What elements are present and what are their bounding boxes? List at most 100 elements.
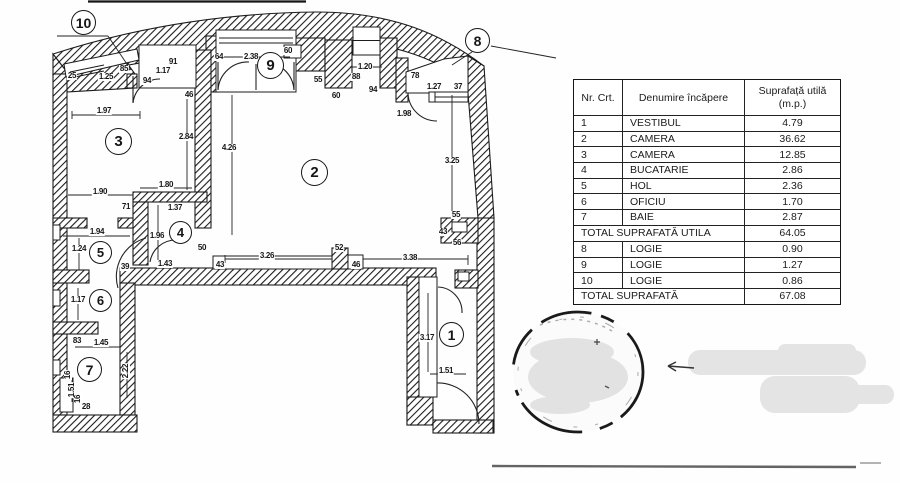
- cell-nr: 2: [574, 131, 623, 147]
- dimension-label: 1.20: [356, 62, 374, 71]
- cell-name: BAIE: [623, 210, 745, 225]
- cell-nr: 1: [574, 116, 623, 131]
- dimension-label: 1.17: [154, 66, 172, 75]
- total-utila-label: TOTAL SUPRAFATĂ UTILA: [574, 225, 745, 241]
- cell-name: BUCATARIE: [623, 163, 745, 178]
- cell-area: 2.86: [782, 164, 803, 177]
- cell-area: 2.87: [782, 211, 803, 224]
- dimension-label: 1.24: [70, 244, 88, 253]
- cell-name: LOGIE: [623, 273, 745, 288]
- dimension-label: 28: [80, 402, 92, 411]
- whiteout-patches: [688, 344, 894, 413]
- dimension-label: 3.17: [418, 333, 436, 342]
- cell-name: OFICIU: [623, 194, 745, 210]
- dimension-label: 50: [196, 243, 208, 252]
- cell-name: LOGIE: [623, 257, 745, 273]
- dimension-label: 1.43: [156, 259, 174, 268]
- table-row: 10 LOGIE 0.86: [574, 272, 840, 288]
- room-number-badge: 10: [71, 10, 96, 35]
- dimension-label: 52: [333, 243, 345, 252]
- cell-area: 4.79: [782, 117, 803, 130]
- dimension-label: 25: [66, 71, 78, 80]
- room-number-badge: 7: [77, 357, 102, 382]
- table-row: 2 CAMERA 36.62: [574, 130, 840, 147]
- dimension-label: 71: [120, 202, 132, 211]
- dimension-label: 78: [409, 71, 421, 80]
- cell-area: 2.36: [782, 180, 803, 193]
- dimension-label: 1.96: [148, 231, 166, 240]
- cell-area: 36.62: [779, 133, 806, 146]
- dimension-label: 39: [119, 262, 131, 271]
- total-utila-value: 64.05: [779, 227, 806, 240]
- header-denumire: Denumire încăpere: [623, 80, 745, 115]
- dimension-label: 91: [167, 57, 179, 66]
- table-row: 8 LOGIE 0.90: [574, 240, 840, 257]
- dimension-label: 1.45: [92, 338, 110, 347]
- dimension-label: 1.37: [166, 203, 184, 212]
- dimension-label: 37: [452, 82, 464, 91]
- dimension-label: 1.80: [157, 180, 175, 189]
- dimension-label: 2.38: [242, 52, 260, 61]
- whiteout-patch: [760, 376, 860, 413]
- cell-name: CAMERA: [623, 147, 745, 163]
- dimension-label: 88: [350, 72, 362, 81]
- dimension-label: 43: [214, 260, 226, 269]
- plan-label-layer: 25 1.25 85 94 1.17 91 46 64 2.38 60 55: [63, 10, 490, 411]
- cell-name: HOL: [623, 178, 745, 194]
- dimension-label: 46: [183, 90, 195, 99]
- room-number-badge: 5: [89, 241, 112, 264]
- dimension-label: 1.94: [88, 227, 106, 236]
- room-number-badge: 8: [465, 28, 490, 53]
- dimension-label: 46: [350, 260, 362, 269]
- dimension-label: 55: [312, 75, 324, 84]
- total-label: TOTAL SUPRAFATĂ: [574, 288, 745, 304]
- dimension-label: 1.90: [91, 187, 109, 196]
- cell-area: 1.70: [782, 195, 803, 208]
- walls: [52, 11, 495, 434]
- dimension-label: 94: [367, 85, 379, 94]
- cell-nr: 8: [574, 241, 623, 257]
- dimension-label: 1.27: [425, 82, 443, 91]
- cell-area: 0.90: [782, 243, 803, 256]
- cell-nr: 3: [574, 147, 623, 163]
- area-table: Nr. Crt. Denumire încăpere Suprafață uti…: [573, 79, 841, 305]
- stamp: [511, 310, 645, 434]
- table-row: 6 OFICIU 1.70: [574, 193, 840, 210]
- cell-name: VESTIBUL: [623, 116, 745, 131]
- dimension-label: 16: [63, 369, 72, 381]
- cell-nr: 6: [574, 194, 623, 210]
- dimension-label: 1.25: [97, 72, 115, 81]
- scan-artifact-line-bottom: [491, 464, 857, 469]
- logie-8-opening: [405, 55, 469, 94]
- dimension-label: 3.38: [401, 253, 419, 262]
- dimension-label: 2.22: [121, 362, 130, 380]
- dimension-label: 1.98: [395, 109, 413, 118]
- dimension-label: 60: [282, 46, 294, 55]
- table-header-row: Nr. Crt. Denumire încăpere Suprafață uti…: [574, 80, 840, 115]
- table-row: 9 LOGIE 1.27: [574, 256, 840, 273]
- left-arrow-icon: [667, 361, 695, 372]
- dimension-label: 56: [451, 238, 463, 247]
- stamp-cross-mark: [594, 339, 600, 345]
- room-number-badge: 9: [257, 52, 284, 79]
- whiteout-patch: [843, 385, 894, 404]
- cell-nr: 9: [574, 257, 623, 273]
- room-number-badge: 6: [89, 289, 112, 312]
- room-number-badge: 4: [169, 221, 192, 244]
- dimension-label: 3.26: [258, 251, 276, 260]
- total-utila-row: TOTAL SUPRAFATĂ UTILA 64.05: [574, 224, 840, 241]
- table-row: 7 BAIE 2.87: [574, 209, 840, 225]
- header-suprafata: Suprafață utilă (m.p.): [758, 84, 827, 110]
- table-row: 1 VESTIBUL 4.79: [574, 115, 840, 131]
- dimension-label: 64: [213, 52, 225, 61]
- room-number-badge: 3: [105, 128, 132, 155]
- dimension-label: 1.51: [437, 366, 455, 375]
- cell-nr: 10: [574, 273, 623, 288]
- cell-name: CAMERA: [623, 131, 745, 147]
- dimension-label: 60: [330, 91, 342, 100]
- header-nr-crt: Nr. Crt.: [574, 80, 623, 115]
- cell-name: LOGIE: [623, 241, 745, 257]
- door-arcs: [115, 61, 480, 425]
